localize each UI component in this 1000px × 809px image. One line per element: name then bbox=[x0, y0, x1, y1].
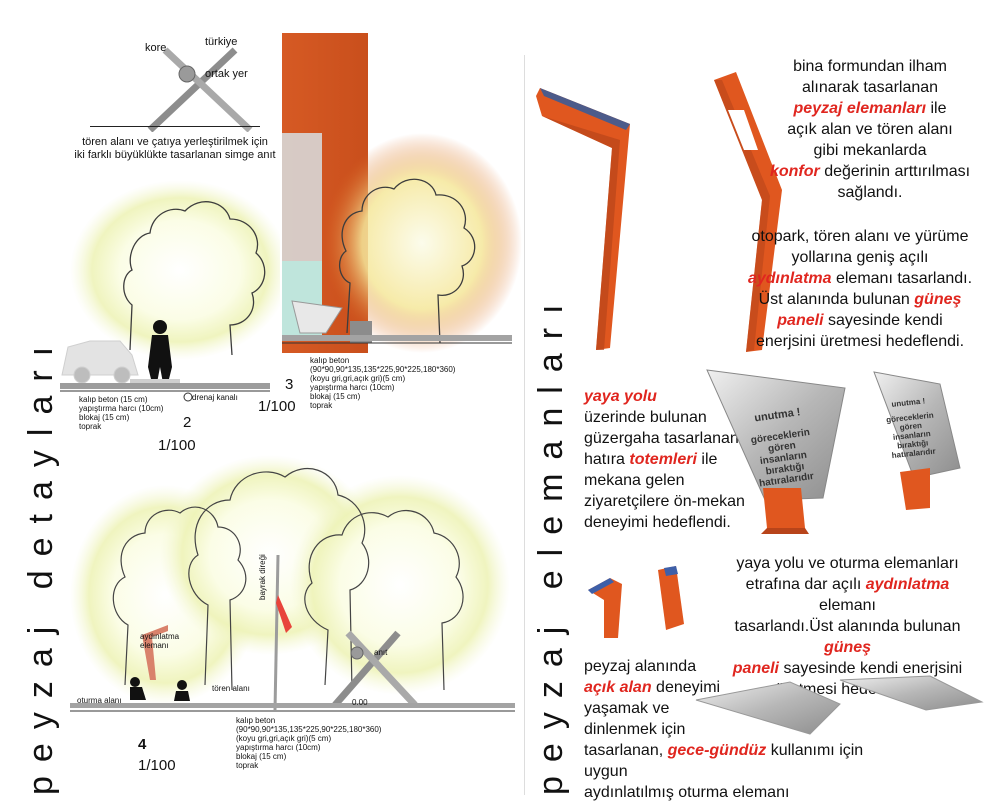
path-bollards bbox=[588, 566, 684, 638]
section4-ceremony-label: tören alanı bbox=[212, 684, 250, 693]
right-vertical-title: peyzaj elemanları bbox=[532, 290, 570, 795]
page-divider bbox=[524, 55, 525, 795]
section3-layers: kalıp beton (90*90,90*135,135*225,90*225… bbox=[310, 356, 456, 410]
monument-symbol bbox=[147, 47, 253, 132]
lighting-element-slanted bbox=[714, 72, 782, 352]
text-block-1: bina formundan ilham alınarak tasarlanan… bbox=[769, 58, 971, 201]
left-vertical-title: peyzaj detayları bbox=[22, 332, 60, 795]
text-block-5: peyzaj alanında açık alan deneyimi yaşam… bbox=[584, 658, 864, 801]
lighting-element-large bbox=[536, 88, 630, 350]
section4-layers: kalıp beton (90*90,90*135,135*225,90*225… bbox=[236, 716, 382, 770]
section3-drawing bbox=[282, 133, 522, 353]
section4-number: 4 bbox=[138, 736, 147, 753]
totem-small-text: unutma ! göreceklerin gören insanların b… bbox=[885, 396, 937, 461]
monument-caption: tören alanı ve çatıya yerleştirilmek içi… bbox=[74, 136, 276, 161]
text-block-2: otopark, tören alanı ve yürüme yollarına… bbox=[747, 228, 973, 350]
section4-drawing bbox=[70, 455, 515, 712]
section4-level-label: 0.00 bbox=[352, 698, 368, 707]
totem-large-text: unutma ! göreceklerin gören insanların b… bbox=[750, 406, 815, 490]
section4-seating-label: oturma alanı bbox=[77, 696, 122, 705]
section2-number: 2 bbox=[183, 414, 192, 431]
section2-drain-label: drenaj kanalı bbox=[192, 393, 238, 402]
section4-monument-label: anıt bbox=[374, 648, 388, 657]
label-turkiye: türkiye bbox=[205, 36, 238, 48]
memory-totem-large bbox=[706, 369, 846, 534]
memory-totem-small bbox=[873, 371, 961, 510]
monument-base-line bbox=[90, 126, 260, 127]
section3-scale: 1/100 bbox=[258, 398, 296, 415]
section2-drawing bbox=[60, 180, 280, 402]
section4-lighting-label: aydınlatma elemanı bbox=[140, 632, 180, 650]
section2-layers: kalıp beton (15 cm) yapıştırma harcı (10… bbox=[79, 395, 164, 431]
label-kore: kore bbox=[145, 42, 167, 54]
section4-flagpole-label: bayrak direği bbox=[258, 554, 267, 600]
seating-elements bbox=[695, 675, 984, 735]
text-block-3: yaya yolu üzerinde bulunan güzergaha tas… bbox=[584, 388, 745, 531]
section3-number: 3 bbox=[285, 376, 294, 393]
section4-scale: 1/100 bbox=[138, 757, 176, 774]
label-ortak-yer: ortak yer bbox=[205, 68, 248, 80]
section2-scale: 1/100 bbox=[158, 437, 196, 454]
